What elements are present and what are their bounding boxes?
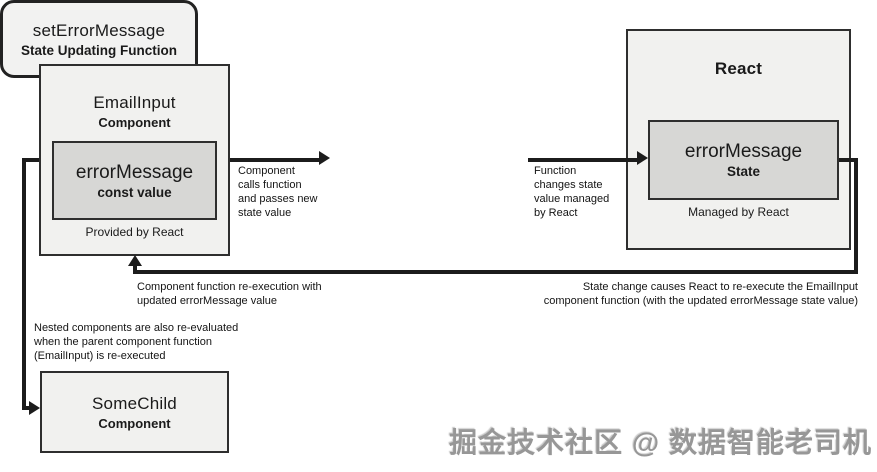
annotation-state-change: State change causes React to re-execute … [543,281,858,307]
watermark-text: 掘金技术社区 @ 数据智能老司机 [449,427,872,458]
feedback-arrow-segment-stub [133,264,137,272]
somechild-title: SomeChild [92,393,177,413]
child-arrow-head-icon [29,401,40,415]
arrow-changes-state-head-icon [637,151,648,165]
child-arrow-segment-stub [24,406,32,410]
feedback-arrow-segment-right [854,158,858,274]
annotation-re-execution: Component function re-execution with upd… [137,281,322,307]
errormessage-state-title: errorMessage [684,141,803,162]
somechild-component-box: SomeChild Component [40,371,229,453]
react-title: React [714,59,763,78]
react-box: React errorMessage State Managed by Reac… [626,29,851,250]
errormessage-const-box: errorMessage const value [52,141,217,220]
seterrormessage-subtitle: State Updating Function [21,42,177,58]
provided-by-react-caption: Provided by React [85,225,184,239]
arrow-calls-function-line [230,158,321,162]
arrow-calls-function-head-icon [319,151,330,165]
react-box-header: React [628,59,849,79]
managed-by-react-caption: Managed by React [688,205,789,219]
child-arrow-segment-left [22,158,26,410]
annotation-changes-state: Function changes state value managed by … [534,165,610,219]
emailinput-box-header: EmailInput Component [41,93,228,130]
annotation-calls-function: Component calls function and passes new … [238,165,318,219]
annotation-nested-components: Nested components are also re-evaluated … [34,322,239,362]
child-arrow-segment-top [22,158,39,162]
arrow-changes-state-line [528,158,638,162]
feedback-arrow-segment-bottom [133,270,858,274]
emailinput-title: EmailInput [93,93,176,112]
errormessage-state-box: errorMessage State [648,120,839,200]
seterrormessage-title: setErrorMessage [32,20,166,40]
errormessage-const-title: errorMessage [75,161,194,183]
errormessage-state-subtitle: State [726,164,760,179]
somechild-subtitle: Component [98,415,171,431]
emailinput-subtitle: Component [98,115,171,130]
feedback-arrow-head-icon [128,255,142,266]
emailinput-component-box: EmailInput Component errorMessage const … [39,64,230,256]
feedback-arrow-segment-top [839,158,858,162]
errormessage-const-subtitle: const value [97,184,172,200]
